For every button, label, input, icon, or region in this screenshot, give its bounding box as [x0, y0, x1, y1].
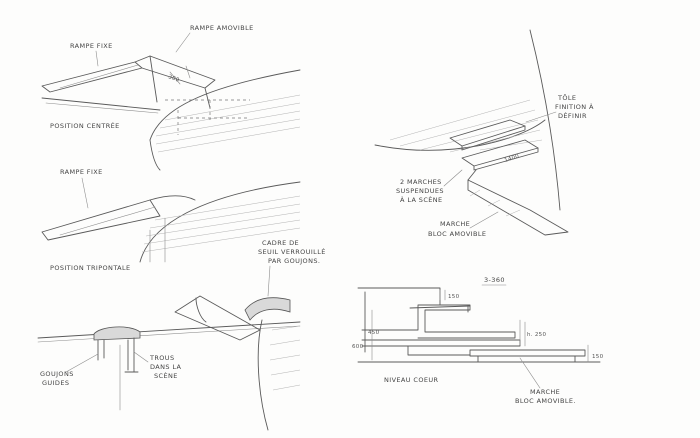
label-goujons-1: GOUJONS [40, 370, 74, 378]
label-rampe-fixe-1: RAMPE FIXE [70, 42, 113, 50]
label-marche-bloc-4: BLOC AMOVIBLE. [515, 397, 576, 405]
label-position-centree: POSITION CENTRÉE [50, 121, 120, 130]
label-trous-3: SCÈNE [154, 371, 178, 380]
label-rampe-amovible: RAMPE AMOVIBLE [190, 24, 254, 32]
stage-edge-curve-3 [257, 319, 269, 431]
label-tole-3: DÉFINIR [558, 111, 587, 120]
label-marche-bloc-2: BLOC AMOVIBLE [428, 230, 486, 238]
label-cadre-1: CADRE DE [262, 239, 299, 247]
fixed-ramp-2 [41, 199, 161, 241]
label-dim-300: 300 [167, 74, 180, 84]
label-dim-150a: 150 [448, 294, 460, 300]
fixed-ramp [41, 61, 143, 93]
label-tole-2: FINITION À [555, 102, 594, 111]
label-dim-450: 450 [368, 330, 380, 336]
step-2 [461, 139, 539, 167]
stage-edge-curve [149, 69, 301, 141]
view-section-3-360: 3-360 150 450 600 h. 250 150 NIVEAU COEU… [352, 276, 604, 405]
label-marches-2: SUSPENDUES [396, 187, 444, 195]
label-goujons-2: GUIDES [42, 379, 69, 387]
block-removable [469, 349, 586, 357]
label-cadre-2: SEUIL VERROUILLÉ [258, 247, 326, 256]
label-marches-1: 2 MARCHES [400, 178, 442, 186]
label-scale: 3-360 [484, 276, 505, 284]
view-hanging-steps: TÔLE FINITION À DÉFINIR 2 MARCHES SUSPEN… [374, 29, 594, 238]
label-rampe-fixe-2: RAMPE FIXE [60, 168, 103, 176]
label-dim-600: 600 [352, 344, 364, 350]
stage-right-edge [529, 29, 561, 211]
view-threshold-detail: CADRE DE SEUIL VERROUILLÉ PAR GOUJONS. G… [37, 239, 326, 431]
label-position-tripontale: POSITION TRIPONTALE [50, 264, 131, 272]
label-marches-3: À LA SCÈNE [400, 195, 443, 204]
view-position-tripontale: RAMPE FIXE POSITION TRIPONTALE [41, 168, 301, 272]
label-tole-1: TÔLE [557, 93, 576, 102]
section-steps [417, 304, 516, 339]
threshold-frame-lifted [244, 297, 291, 321]
removable-block-step [467, 179, 569, 236]
label-dim-h250: h. 250 [527, 332, 546, 338]
label-marche-bloc-3: MARCHE [530, 388, 560, 396]
label-marche-bloc-1: MARCHE [440, 220, 470, 228]
label-dim-1400: 1400 [504, 153, 520, 163]
removable-ramp [134, 55, 216, 89]
label-cadre-3: PAR GOUJONS. [268, 257, 320, 265]
view-position-centree: RAMPE FIXE RAMPE AMOVIBLE 300 POSITION C… [41, 24, 301, 171]
label-dim-150b: 150 [592, 354, 604, 360]
label-trous-1: TROUS [149, 354, 175, 362]
stage-edge-curve-2 [139, 181, 301, 263]
label-trous-2: DANS LA [150, 363, 182, 371]
threshold-frame [93, 326, 141, 341]
label-niveau-coeur: NIVEAU COEUR [384, 376, 439, 384]
